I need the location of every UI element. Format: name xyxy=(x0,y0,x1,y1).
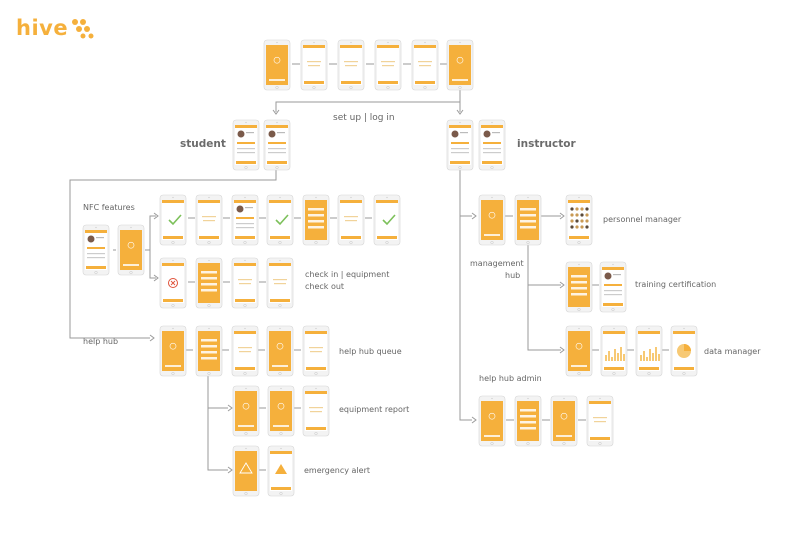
screen-personnel-manager xyxy=(565,194,593,246)
screen-nfc-2 xyxy=(117,224,145,276)
screen-helphub-admin-2 xyxy=(514,395,542,447)
data-manager-label: data manager xyxy=(704,347,761,356)
screen-helphub-3 xyxy=(231,325,259,377)
checkin-label-line1: check in | equipment xyxy=(305,270,390,279)
hive-logo: hive xyxy=(16,16,96,40)
screen-equipment-2 xyxy=(267,385,295,437)
setup-login-label: set up | log in xyxy=(333,113,395,123)
training-certification-label: training certification xyxy=(635,280,717,289)
screen-helphub-1 xyxy=(159,325,187,377)
equipment-report-label: equipment report xyxy=(339,405,410,414)
screens xyxy=(82,39,698,497)
screen-nfc-1 xyxy=(82,224,110,276)
help-hub-label: help hub xyxy=(83,337,119,346)
honeycomb-dots-icon xyxy=(72,19,94,39)
help-hub-queue-label: help hub queue xyxy=(339,347,402,356)
student-label: student xyxy=(180,138,226,150)
screen-student-home-2 xyxy=(263,119,291,171)
help-hub-admin-label: help hub admin xyxy=(479,374,542,383)
personnel-manager-label: personnel manager xyxy=(603,215,682,224)
screen-splash xyxy=(263,39,291,91)
logo-text: hive xyxy=(16,16,69,40)
emergency-alert-label: emergency alert xyxy=(304,466,371,475)
screen-helphub-admin-1 xyxy=(478,395,506,447)
screen-instructor-home-1 xyxy=(446,119,474,171)
screen-nfc-flow-1 xyxy=(159,194,187,246)
screen-nfc-flow-7 xyxy=(373,194,401,246)
screen-nfc-flow-6 xyxy=(337,194,365,246)
screen-management-2 xyxy=(514,194,542,246)
screen-checkin-error xyxy=(159,257,187,309)
screen-training-1 xyxy=(565,261,593,313)
screen-emergency-1 xyxy=(232,445,260,497)
screen-data-1 xyxy=(565,325,593,377)
screen-checkin-2 xyxy=(231,257,259,309)
screen-checkin-1 xyxy=(195,257,223,309)
screen-data-manager xyxy=(670,325,698,377)
screen-training-certification xyxy=(599,261,627,313)
screen-management-1 xyxy=(478,194,506,246)
screen-data-2 xyxy=(600,325,628,377)
screen-setup-2 xyxy=(337,39,365,91)
screen-setup-1 xyxy=(300,39,328,91)
management-hub-label-line1: management xyxy=(470,259,524,268)
screen-student-home-1 xyxy=(232,119,260,171)
screen-emergency-alert xyxy=(267,445,295,497)
screen-checkin-3 xyxy=(266,257,294,309)
screen-helphub-queue xyxy=(302,325,330,377)
screen-setup-4 xyxy=(411,39,439,91)
screen-nfc-flow-3 xyxy=(231,194,259,246)
screen-setup-3 xyxy=(374,39,402,91)
screen-helphub-admin-3 xyxy=(550,395,578,447)
screen-equipment-report xyxy=(302,385,330,437)
management-hub-label-line2: hub xyxy=(505,271,521,280)
connectors xyxy=(69,63,669,474)
instructor-label: instructor xyxy=(517,138,576,150)
screen-nfc-flow-2 xyxy=(195,194,223,246)
screen-data-3 xyxy=(635,325,663,377)
screen-helphub-2 xyxy=(195,325,223,377)
screen-nfc-flow-5 xyxy=(302,194,330,246)
checkin-label-line2: check out xyxy=(305,282,345,291)
nfc-features-label: NFC features xyxy=(83,203,135,212)
screen-equipment-1 xyxy=(232,385,260,437)
screen-helphub-4 xyxy=(266,325,294,377)
screen-instructor-home-2 xyxy=(478,119,506,171)
screen-nfc-flow-4 xyxy=(266,194,294,246)
screen-login xyxy=(446,39,474,91)
screen-helphub-admin-4 xyxy=(586,395,614,447)
